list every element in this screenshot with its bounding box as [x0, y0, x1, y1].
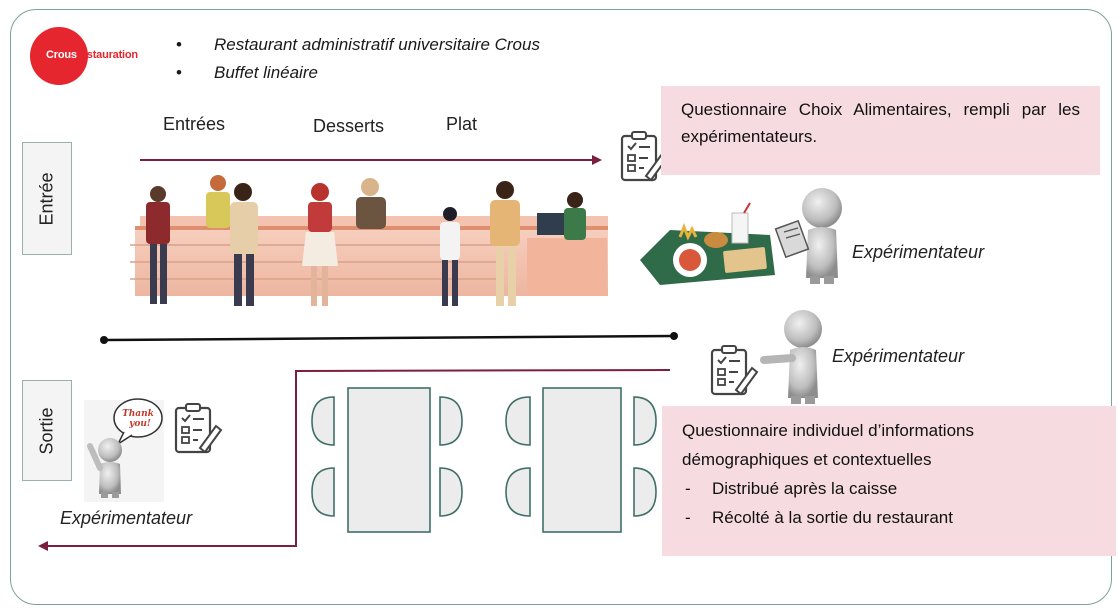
- bullet-restaurant: Restaurant administratif universitaire C…: [176, 31, 540, 59]
- flow-arrow-return: [38, 369, 671, 551]
- person-7: [490, 181, 520, 306]
- person-2: [206, 175, 230, 228]
- person-8: [564, 192, 586, 240]
- person-6: [440, 207, 460, 306]
- chair: [633, 396, 657, 446]
- questionnaire-individuel: Questionnaire individuel d’informations …: [662, 406, 1116, 556]
- chair: [633, 467, 657, 517]
- clipboard-checklist-icon-3: [174, 403, 223, 454]
- crous-logo: [30, 27, 88, 85]
- experimenter-figure-icon: [774, 188, 842, 284]
- chair: [505, 396, 531, 446]
- svg-text:you!: you!: [128, 419, 151, 429]
- clipboard-checklist-icon-2: [710, 345, 759, 396]
- table-2: [542, 387, 622, 533]
- experimenter-figure-icon-2: [760, 310, 822, 404]
- person-1: [146, 186, 170, 304]
- speech-bubble-icon: Thank you!: [113, 398, 163, 447]
- zone-entree-box: Entrée: [22, 142, 72, 255]
- chair: [311, 396, 335, 446]
- person-3: [230, 183, 258, 306]
- person-5: [356, 178, 386, 229]
- food-tray-icon: [640, 202, 775, 285]
- questionnaire-item-distribue: Distribué après la caisse: [682, 474, 1096, 503]
- experimenter-label-3: Expérimentateur: [60, 508, 193, 528]
- table-1: [347, 387, 431, 533]
- divider-line: [100, 332, 678, 344]
- diagram-frame: [10, 9, 1112, 605]
- questionnaire-individuel-list: Distribué après la caisse Récolté à la s…: [682, 474, 1096, 532]
- header-bullets: Restaurant administratif universitaire C…: [176, 31, 540, 87]
- label-plat: Plat: [446, 114, 478, 134]
- questionnaire-choix-alimentaires: Questionnaire Choix Alimentaires, rempli…: [661, 86, 1100, 175]
- chair: [505, 467, 531, 517]
- thank-you-figure-icon: Thank you!: [84, 398, 164, 502]
- chair: [439, 396, 463, 446]
- cafeteria-illustration: [130, 175, 608, 306]
- bullet-buffet: Buffet linéaire: [176, 59, 540, 87]
- logo-text-crous: Crous: [46, 49, 77, 61]
- experimenter-label-2: Expérimentateur: [832, 346, 965, 366]
- chair: [439, 467, 463, 517]
- label-desserts: Desserts: [313, 116, 385, 136]
- person-4: [302, 183, 338, 306]
- svg-text:Thank: Thank: [122, 409, 154, 419]
- dining-tables: [311, 387, 657, 533]
- crous-logo-text: Crousrestauration: [46, 49, 138, 61]
- label-entrees: Entrées: [163, 114, 226, 134]
- experimenter-label-1: Expérimentateur: [852, 242, 985, 262]
- questionnaire-item-recolte: Récolté à la sortie du restaurant: [682, 503, 1096, 532]
- logo-text-restauration: restauration: [76, 49, 138, 61]
- zone-sortie-box: Sortie: [22, 380, 72, 481]
- questionnaire-individuel-title: Questionnaire individuel d’informations …: [682, 421, 974, 469]
- chair: [311, 467, 335, 517]
